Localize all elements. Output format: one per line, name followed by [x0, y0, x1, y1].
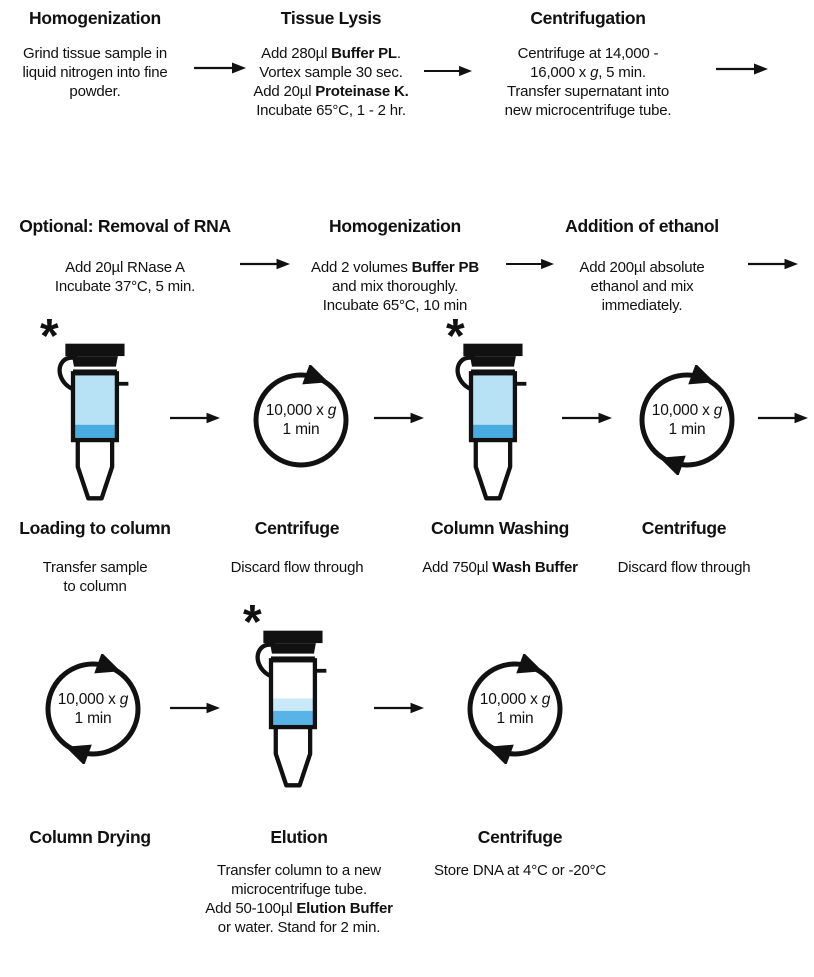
step-title: Tissue Lysis	[280, 8, 382, 28]
flow-arrow-icon	[562, 412, 612, 424]
spin-circle	[639, 365, 735, 475]
step-description: Add 750µl Wash Buffer	[422, 559, 578, 576]
flow-arrow-icon	[194, 62, 246, 74]
step-column-washing: Column Washing Add 750µl Wash Buffer	[408, 518, 592, 577]
step-title: Centrifugation	[530, 8, 646, 28]
spin-column-tube-icon	[57, 343, 129, 501]
step-title: Column Drying	[29, 827, 151, 847]
step-title: Centrifuge	[477, 827, 563, 847]
asterisk-marker: *	[446, 310, 465, 363]
step-description: Discard flow through	[617, 559, 751, 576]
step-description: Store DNA at 4°C or -20°C	[433, 862, 607, 879]
step-rna-removal: Optional: Removal of RNA Add 20µl RNase …	[5, 216, 245, 296]
flow-arrow-icon	[758, 412, 808, 424]
step-title: Homogenization	[29, 8, 161, 28]
flow-arrow-icon	[506, 258, 554, 270]
step-title: Optional: Removal of RNA	[19, 216, 231, 236]
step-title: Centrifuge	[254, 518, 340, 538]
step-description: Centrifuge at 14,000 -16,000 x g, 5 min.…	[504, 45, 672, 119]
step-title: Loading to column	[19, 518, 171, 538]
step-title: Centrifuge	[641, 518, 727, 538]
spin-circle	[253, 365, 349, 468]
step-centrifuge-1: Centrifuge Discard flow through	[222, 518, 372, 577]
asterisk-marker: *	[40, 310, 59, 363]
step-description: Discard flow through	[230, 559, 364, 576]
step-tissue-lysis: Tissue Lysis Add 280µl Buffer PL.Vortex …	[245, 8, 417, 120]
flow-arrow-icon	[374, 412, 424, 424]
step-title: Column Washing	[430, 518, 570, 538]
spin-circle	[467, 654, 563, 764]
elution-tube-icon	[255, 630, 327, 788]
step-title: Homogenization	[329, 216, 461, 236]
spin-column-tube-icon	[455, 343, 527, 501]
step-title: Addition of ethanol	[565, 216, 719, 236]
flow-arrow-icon	[424, 65, 472, 77]
flow-arrow-icon	[748, 258, 798, 270]
asterisk-marker: *	[243, 596, 262, 649]
flow-arrow-icon	[170, 702, 220, 714]
flow-arrow-icon	[240, 258, 290, 270]
flow-arrow-icon	[170, 412, 220, 424]
step-centrifuge-3: Centrifuge Store DNA at 4°C or -20°C	[420, 827, 620, 880]
step-description: Add 280µl Buffer PL.Vortex sample 30 sec…	[253, 45, 409, 119]
step-centrifugation-1: Centrifugation Centrifuge at 14,000 -16,…	[488, 8, 688, 120]
spin-circle	[45, 654, 141, 764]
flow-arrow-icon	[374, 702, 424, 714]
step-centrifuge-2: Centrifuge Discard flow through	[610, 518, 758, 577]
step-column-drying: Column Drying	[10, 827, 170, 861]
flow-arrow-icon	[716, 63, 768, 75]
step-title: Elution	[270, 827, 328, 847]
